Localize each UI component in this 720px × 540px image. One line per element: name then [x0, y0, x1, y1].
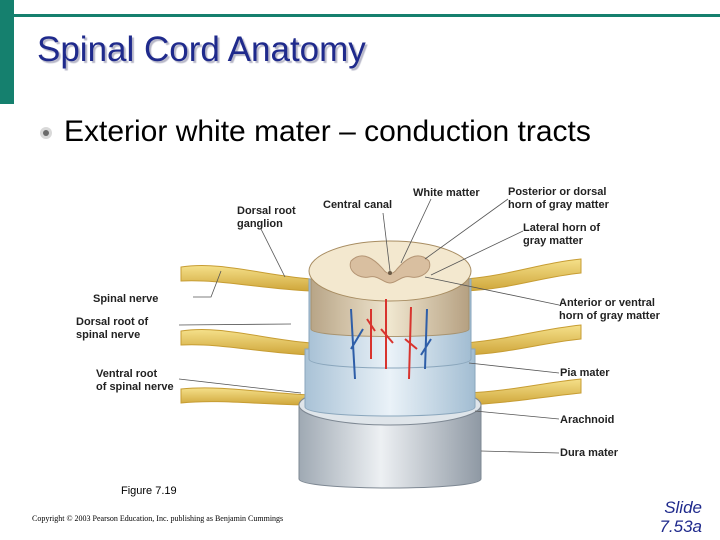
label-dura-mater: Dura mater [560, 447, 619, 459]
label-pia-mater: Pia mater [560, 367, 610, 379]
label-arachnoid: Arachnoid [560, 414, 615, 426]
spinal-cord-figure: Dorsal root ganglion Central canal White… [71, 179, 680, 502]
label-line: ganglion [237, 218, 283, 230]
figure-caption: Figure 7.19 [121, 485, 177, 497]
label-line: horn of gray matter [559, 310, 660, 322]
label-line: of spinal nerve [96, 381, 174, 393]
bullet-text: Exterior white mater – conduction tracts [64, 115, 591, 148]
spinal-cord-illustration [178, 198, 582, 489]
right-spinal-nerves [465, 258, 582, 406]
slide-number: Slide 7.53a [659, 498, 702, 536]
copyright-notice: Copyright © 2003 Pearson Education, Inc.… [32, 514, 284, 523]
label-line: gray matter [523, 235, 583, 247]
label-line: Posterior or dorsal [508, 186, 607, 198]
label-white-matter: White matter [413, 187, 480, 199]
artery-lines [366, 299, 418, 380]
label-line: Anterior or ventral [559, 297, 655, 309]
vein-lines [350, 308, 432, 380]
label-anterior-horn: Anterior or ventral horn of gray matter [559, 297, 660, 323]
label-ventral-root: Ventral root of spinal nerve [96, 368, 174, 394]
label-line: spinal nerve [76, 329, 141, 341]
label-line: Dorsal root [237, 205, 296, 217]
title-accent-bar [0, 0, 14, 104]
label-lateral-horn: Lateral horn of gray matter [523, 222, 600, 248]
label-line: Ventral root [96, 368, 158, 380]
slide-title: Spinal Cord Anatomy [37, 30, 366, 69]
label-line: Dorsal root of [76, 316, 149, 328]
label-central-canal: Central canal [323, 199, 393, 211]
label-dorsal-root-ganglion: Dorsal root ganglion [237, 205, 296, 231]
label-dorsal-root: Dorsal root of spinal nerve [76, 316, 148, 342]
title-accent-rule [14, 14, 720, 17]
label-spinal-nerve: Spinal nerve [93, 293, 159, 305]
label-line: horn of gray matter [508, 199, 609, 211]
bullet-dot-icon [40, 127, 52, 139]
leader-lines [178, 198, 560, 454]
slide-number-label: Slide [664, 498, 702, 517]
slide-number-value: 7.53a [659, 517, 702, 536]
label-line: Lateral horn of [523, 222, 601, 234]
left-spinal-nerves [180, 265, 312, 406]
label-posterior-horn: Posterior or dorsal horn of gray matter [508, 186, 609, 212]
